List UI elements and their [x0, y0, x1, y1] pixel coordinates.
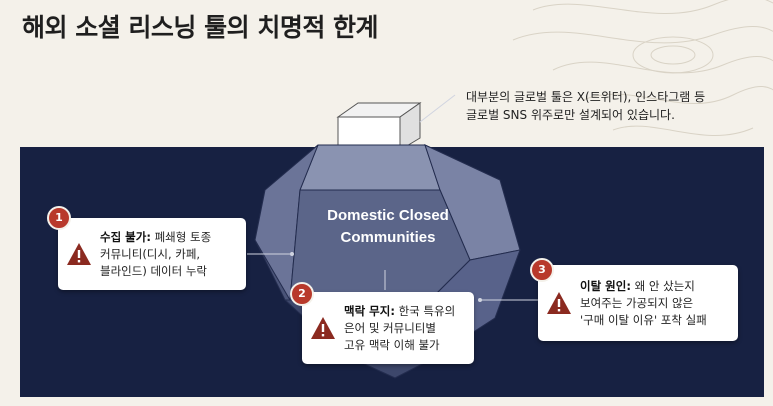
card-line1: 폐쇄형 토종	[150, 229, 212, 244]
card-text: 이탈 원인: 왜 안 샀는지 보여주는 가공되지 않은 '구매 이탈 이유' 포…	[580, 278, 707, 329]
card-heading: 맥락 무지:	[344, 303, 395, 318]
card-line3: '구매 이탈 이유' 포착 실패	[580, 312, 707, 327]
card-heading: 수집 불가:	[100, 229, 151, 244]
card-heading: 이탈 원인:	[580, 278, 631, 293]
card-line2: 커뮤니티(디시, 카페,	[100, 246, 201, 261]
card-line1: 왜 안 샀는지	[630, 278, 695, 293]
card-line2: 은어 및 커뮤니티별	[344, 320, 436, 335]
card-context-ignorance: 맥락 무지: 한국 특유의 은어 및 커뮤니티별 고유 맥락 이해 불가	[302, 292, 474, 364]
warning-icon	[547, 292, 571, 314]
iceberg-label: Domestic Closed Communities	[300, 205, 476, 249]
warning-icon	[67, 243, 91, 265]
badge-2: 2	[290, 282, 314, 306]
iceberg-label-line2: Communities	[340, 229, 436, 246]
top-callout-line2: 글로벌 SNS 위주로만 설계되어 있습니다.	[466, 108, 675, 122]
card-text: 수집 불가: 폐쇄형 토종 커뮤니티(디시, 카페, 블라인드) 데이터 누락	[100, 229, 211, 280]
card-line3: 고유 맥락 이해 불가	[344, 337, 440, 352]
top-callout: 대부분의 글로벌 툴은 X(트위터), 인스타그램 등 글로벌 SNS 위주로만…	[466, 88, 705, 124]
topographic-background	[512, 0, 773, 136]
card-collection-failure: 수집 불가: 폐쇄형 토종 커뮤니티(디시, 카페, 블라인드) 데이터 누락	[58, 218, 246, 290]
warning-icon	[311, 317, 335, 339]
page-title: 해외 소셜 리스닝 툴의 치명적 한계	[22, 13, 379, 42]
badge-3: 3	[530, 258, 554, 282]
card-line1: 한국 특유의	[394, 303, 456, 318]
connector-lines	[247, 94, 538, 301]
badge-1: 1	[47, 206, 71, 230]
iceberg-label-line1: Domestic Closed	[327, 207, 449, 224]
top-callout-line1: 대부분의 글로벌 툴은 X(트위터), 인스타그램 등	[466, 90, 706, 104]
card-text: 맥락 무지: 한국 특유의 은어 및 커뮤니티별 고유 맥락 이해 불가	[344, 303, 455, 354]
iceberg-tip	[336, 102, 422, 151]
card-churn-reason: 이탈 원인: 왜 안 샀는지 보여주는 가공되지 않은 '구매 이탈 이유' 포…	[538, 265, 738, 341]
card-line3: 블라인드) 데이터 누락	[100, 263, 208, 278]
card-line2: 보여주는 가공되지 않은	[580, 295, 694, 310]
